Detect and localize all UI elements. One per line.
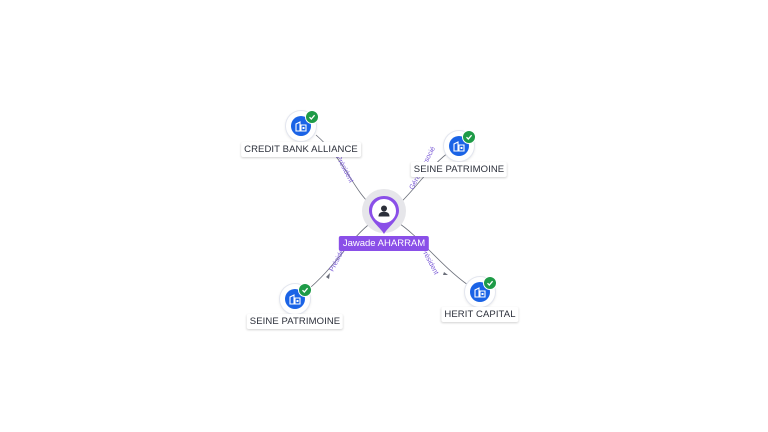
company-label[interactable]: SEINE PATRIMOINE bbox=[246, 314, 344, 329]
edge-label-herit-capital: Président bbox=[419, 247, 439, 276]
company-label[interactable]: CREDIT BANK ALLIANCE bbox=[241, 142, 361, 157]
company-label[interactable]: HERIT CAPITAL bbox=[441, 307, 519, 322]
company-label[interactable]: SEINE PATRIMOINE bbox=[410, 162, 508, 177]
verified-check-icon bbox=[462, 130, 476, 144]
verified-check-icon bbox=[305, 110, 319, 124]
arrow-herit-capital bbox=[443, 272, 448, 275]
verified-check-icon bbox=[483, 276, 497, 290]
edge-label-credit-bank-alliance: Président bbox=[334, 155, 354, 184]
person-marker-icon bbox=[369, 196, 399, 234]
person-name-label[interactable]: Jawade AHARRAM bbox=[338, 236, 430, 251]
edge-herit-capital bbox=[396, 221, 469, 286]
arrow-seine-patrimoine-bottom bbox=[326, 273, 330, 279]
verified-check-icon bbox=[298, 283, 312, 297]
edge-seine-patrimoine-bottom bbox=[304, 221, 373, 293]
